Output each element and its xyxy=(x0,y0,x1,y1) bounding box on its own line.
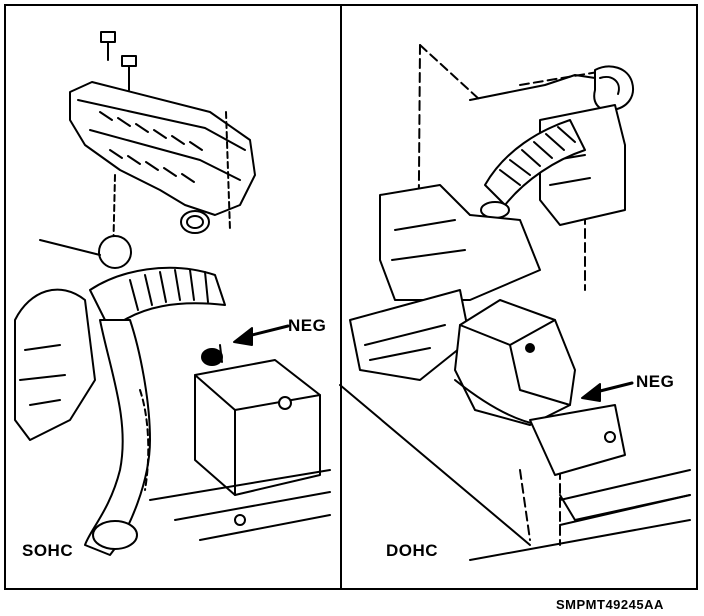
dohc-engine-label: DOHC xyxy=(386,541,439,560)
sohc-battery-tray-base xyxy=(149,469,331,541)
dohc-engine-block xyxy=(349,184,541,381)
dohc-air-cleaner-box xyxy=(454,299,576,426)
figure-frame xyxy=(4,4,698,590)
dohc-air-duct xyxy=(469,65,634,226)
figure-code: SMPMT49245AA xyxy=(556,597,664,612)
dohc-neg-arrow xyxy=(581,381,634,402)
sohc-engine-block xyxy=(14,235,132,441)
sohc-battery xyxy=(139,359,321,496)
sohc-wing-bolts xyxy=(100,31,231,261)
dohc-battery xyxy=(529,404,626,476)
sohc-air-cleaner-housing xyxy=(69,81,256,234)
sohc-neg-arrow xyxy=(233,324,290,346)
dohc-neg-label: NEG xyxy=(636,372,675,391)
dohc-battery-tray-base xyxy=(339,384,691,561)
panel-divider xyxy=(340,4,342,590)
sohc-neg-terminal xyxy=(201,344,223,366)
sohc-neg-label: NEG xyxy=(288,316,327,335)
sohc-engine-label: SOHC xyxy=(22,541,74,560)
sohc-intake-hose xyxy=(84,266,226,556)
